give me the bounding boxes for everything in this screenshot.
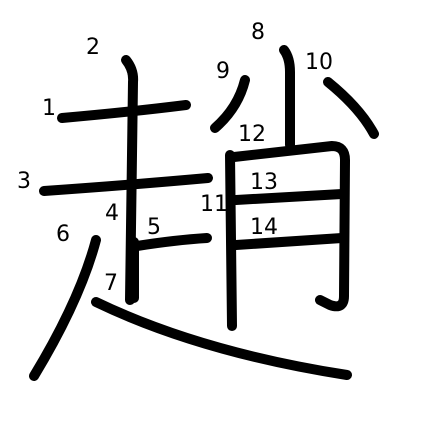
stroke-number-5: 5 bbox=[147, 215, 161, 240]
stroke-number-11: 11 bbox=[200, 192, 228, 217]
stroke-number-12: 12 bbox=[238, 122, 266, 147]
stroke-number-13: 13 bbox=[250, 170, 278, 195]
stroke-12 bbox=[229, 141, 350, 312]
stroke-10 bbox=[323, 77, 379, 139]
stroke-14 bbox=[231, 233, 347, 250]
stroke-number-7: 7 bbox=[104, 271, 118, 296]
stroke-7 bbox=[91, 297, 352, 380]
stroke-number-4: 4 bbox=[105, 201, 119, 226]
stroke-number-3: 3 bbox=[17, 169, 31, 194]
stroke-3 bbox=[39, 173, 213, 196]
stroke-number-2: 2 bbox=[86, 35, 100, 60]
stroke-number-1: 1 bbox=[42, 96, 56, 121]
stroke-number-10: 10 bbox=[305, 50, 333, 75]
stroke-2 bbox=[121, 55, 139, 305]
stroke-number-9: 9 bbox=[216, 59, 230, 84]
stroke-numbers: 1 2 3 4 5 6 7 8 9 10 11 12 13 14 bbox=[17, 20, 333, 296]
stroke-number-6: 6 bbox=[56, 222, 70, 247]
stroke-11 bbox=[225, 150, 237, 331]
stroke-number-8: 8 bbox=[251, 20, 265, 45]
stroke-6 bbox=[29, 235, 101, 381]
stroke-13 bbox=[231, 189, 347, 205]
stroke-9 bbox=[210, 75, 250, 133]
stroke-1 bbox=[57, 100, 191, 123]
stroke-number-14: 14 bbox=[250, 215, 278, 240]
character-strokes bbox=[29, 45, 379, 381]
stroke-8 bbox=[279, 45, 295, 150]
stroke-5 bbox=[132, 233, 212, 251]
